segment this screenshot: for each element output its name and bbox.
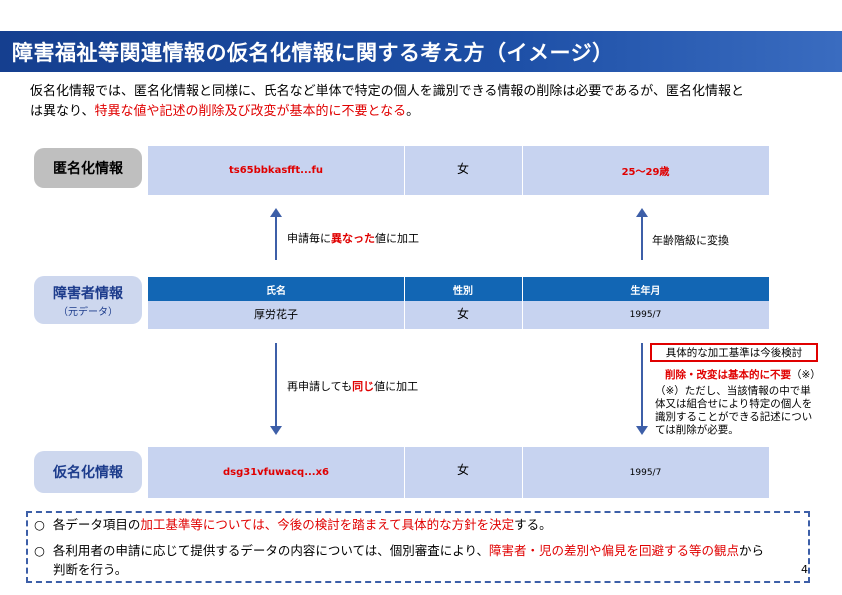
anonymized-band	[148, 146, 769, 195]
deletion-note-red: 削除・改変は基本的に不要	[665, 369, 791, 381]
exception-note-line-1: （※）ただし、当該情報の中で単	[655, 385, 811, 397]
original-value-band	[148, 301, 769, 329]
arrow-up-left-red: 異なった	[331, 232, 375, 245]
pseudonymized-separator-1	[404, 447, 405, 498]
anonymized-gender-cell: 女	[456, 162, 469, 176]
header-name: 氏名	[266, 285, 286, 297]
deletion-note: 削除・改変は基本的に不要（※）	[665, 367, 821, 382]
page-number: 4	[801, 563, 808, 576]
arrow-up-left-pre: 申請毎に	[287, 232, 331, 245]
bullet-2-line-1: ○ 各利用者の申請に応じて提供するデータの内容については、個別審査により、障害者…	[34, 541, 804, 560]
arrow-down-left-note: 再申請しても同じ値に加工	[287, 378, 418, 394]
arrow-up-right	[636, 208, 648, 260]
pseudonymized-label: 仮名化情報	[34, 451, 142, 493]
bullet-2-mark: ○	[34, 543, 45, 558]
bullet-1-mark: ○	[34, 517, 45, 532]
pseudonymized-band	[148, 447, 769, 498]
anonymized-age-cell: 25～29歳	[621, 167, 670, 178]
intro-line-2: は異なり、特異な値や記述の削除及び改変が基本的に不要となる。	[30, 102, 820, 122]
arrow-down-left-post: 値に加工	[374, 380, 419, 393]
original-label: 障害者情報 （元データ）	[34, 276, 142, 324]
pseudonymized-separator-2	[522, 447, 523, 498]
header-birth-month: 生年月	[630, 285, 661, 297]
exception-note-line-2: 体又は組合せにより特定の個人を	[655, 398, 813, 410]
anonymized-name-cell: ts65bbkasfft...fu	[228, 165, 324, 176]
anonymized-label: 匿名化情報	[34, 148, 142, 188]
slide-title: 障害福祉等関連情報の仮名化情報に関する考え方（イメージ）	[12, 41, 614, 65]
deletion-note-suffix: （※）	[791, 369, 821, 381]
bullet-2-end: から	[739, 543, 765, 558]
bullet-1: ○ 各データ項目の加工基準等については、今後の検討を踏まえて具体的な方針を決定す…	[34, 515, 804, 534]
intro-line-2-end: 。	[406, 104, 420, 119]
intro-highlight: 特異な値や記述の削除及び改変が基本的に不要となる	[94, 104, 407, 119]
original-header-band	[148, 277, 769, 301]
arrow-down-left	[270, 343, 282, 435]
bullet-2: ○ 各利用者の申請に応じて提供するデータの内容については、個別審査により、障害者…	[34, 541, 804, 579]
bullet-2-start: 各利用者の申請に応じて提供するデータの内容については、個別審査により、	[52, 543, 490, 558]
pseudonymized-birth-cell: 1995/7	[629, 467, 662, 478]
original-birth-cell: 1995/7	[629, 310, 662, 320]
arrow-down-left-pre: 再申請しても	[287, 380, 353, 393]
original-separator-1	[404, 277, 405, 329]
arrow-up-left-note: 申請毎に異なった値に加工	[287, 230, 419, 246]
intro-line-1: 仮名化情報では、匿名化情報と同様に、氏名など単体で特定の個人を識別できる情報の削…	[30, 84, 744, 99]
anonymized-separator-2	[522, 146, 523, 195]
intro-text: 仮名化情報では、匿名化情報と同様に、氏名など単体で特定の個人を識別できる情報の削…	[30, 82, 820, 122]
pseudonymized-name-cell: dsg31vfuwacq...x6	[222, 467, 330, 478]
arrow-down-right	[636, 343, 648, 435]
arrow-up-left-post: 値に加工	[375, 232, 419, 245]
original-separator-2	[522, 277, 523, 329]
pseudonymized-gender-cell: 女	[456, 463, 469, 477]
arrow-up-right-note: 年齢階級に変換	[652, 234, 729, 247]
original-name-cell: 厚労花子	[254, 308, 298, 321]
bullet-1-start: 各データ項目の	[52, 517, 141, 532]
intro-line-2-start: は異なり、	[30, 104, 95, 119]
bullet-2-highlight: 障害者・児の差別や偏見を回避する等の観点	[489, 543, 740, 558]
header-gender: 性別	[453, 285, 473, 297]
arrow-up-left	[270, 208, 282, 260]
bullet-2-line-2: 判断を行う。	[53, 562, 128, 577]
exception-note-line-4: ては削除が必要。	[655, 424, 739, 436]
notes-box	[26, 511, 810, 583]
original-gender-cell: 女	[456, 306, 469, 321]
exception-note: （※）ただし、当該情報の中で単 体又は組合せにより特定の個人を 識別することがで…	[655, 385, 812, 437]
anonymized-separator-1	[404, 146, 405, 195]
original-label-sub: （元データ）	[58, 306, 118, 318]
exception-note-line-3: 識別することができる記述につい	[655, 411, 813, 423]
arrow-down-left-red: 同じ	[352, 380, 375, 393]
bullet-1-end: する。	[514, 517, 552, 532]
original-label-title: 障害者情報	[53, 285, 123, 302]
processing-criteria-box: 具体的な加工基準は今後検討	[650, 343, 818, 362]
slide-top-margin	[0, 0, 842, 31]
title-bar: 障害福祉等関連情報の仮名化情報に関する考え方（イメージ）	[0, 31, 842, 72]
bullet-1-highlight: 加工基準等については、今後の検討を踏まえて具体的な方針を決定	[140, 517, 515, 532]
